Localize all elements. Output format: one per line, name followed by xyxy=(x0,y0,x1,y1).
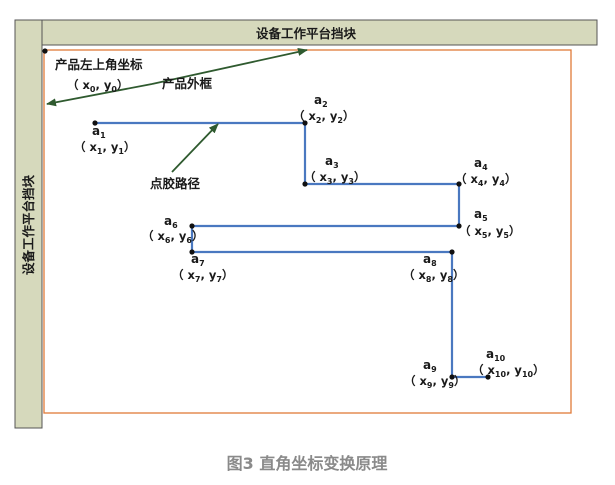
point-coord-a7: （ x7, y7） xyxy=(172,268,233,284)
point-name-a2: a2 xyxy=(314,93,328,109)
point-coord-a1: （ x1, y1） xyxy=(74,140,135,156)
top-stop-bar xyxy=(14,19,598,46)
product-frame-label: 产品外框 xyxy=(162,76,213,91)
point-a10 xyxy=(485,374,491,380)
point-name-a6: a6 xyxy=(164,214,178,230)
point-a9 xyxy=(449,374,455,380)
path-points xyxy=(42,48,491,380)
product-origin-coord: （ x0, y0） xyxy=(67,78,128,94)
frame-arrow-left xyxy=(46,83,153,107)
point-name-a9: a9 xyxy=(423,358,437,374)
point-labels: a1（ x1, y1） a2（ x2, y2） a3（ x3, y3） a4（ x4,… xyxy=(74,93,545,390)
point-a2 xyxy=(302,120,308,126)
left-stop-label: 设备工作平台挡块 xyxy=(21,175,36,276)
point-origin xyxy=(42,48,48,54)
point-a7 xyxy=(189,249,195,255)
frame-arrow-top xyxy=(151,48,308,85)
point-a8 xyxy=(449,249,455,255)
point-name-a10: a10 xyxy=(486,347,506,363)
point-coord-a10: （ x10, y10） xyxy=(472,363,545,379)
path-arrow xyxy=(171,123,219,173)
point-coord-a4: （ x4, y4） xyxy=(455,172,516,188)
point-name-a1: a1 xyxy=(92,124,106,140)
point-name-a8: a8 xyxy=(423,252,437,268)
point-coord-a9: （ x9, y9） xyxy=(404,374,465,390)
point-name-a7: a7 xyxy=(191,252,205,268)
point-name-a4: a4 xyxy=(474,156,488,172)
point-a5 xyxy=(456,223,462,229)
point-coord-a8: （ x8, y8） xyxy=(403,268,464,284)
point-coord-a6: （ x6, y6） xyxy=(142,229,203,245)
point-coord-a2: （ x2, y2） xyxy=(293,109,354,125)
glue-path-label: 点胶路径 xyxy=(150,176,201,191)
point-a3 xyxy=(302,181,308,187)
top-stop-label: 设备工作平台挡块 xyxy=(256,26,357,41)
point-coord-a3: （ x3, y3） xyxy=(304,170,365,186)
figure-caption: 图3 直角坐标变换原理 xyxy=(227,454,388,473)
left-stop-bar xyxy=(14,19,43,429)
point-a4 xyxy=(456,181,462,187)
point-a1 xyxy=(92,120,98,126)
point-name-a3: a3 xyxy=(325,154,339,170)
point-name-a5: a5 xyxy=(474,207,488,223)
product-origin-label: 产品左上角坐标 xyxy=(55,57,143,72)
glue-path xyxy=(95,121,488,379)
point-a6 xyxy=(189,223,195,229)
point-coord-a5: （ x5, y5） xyxy=(459,224,520,240)
